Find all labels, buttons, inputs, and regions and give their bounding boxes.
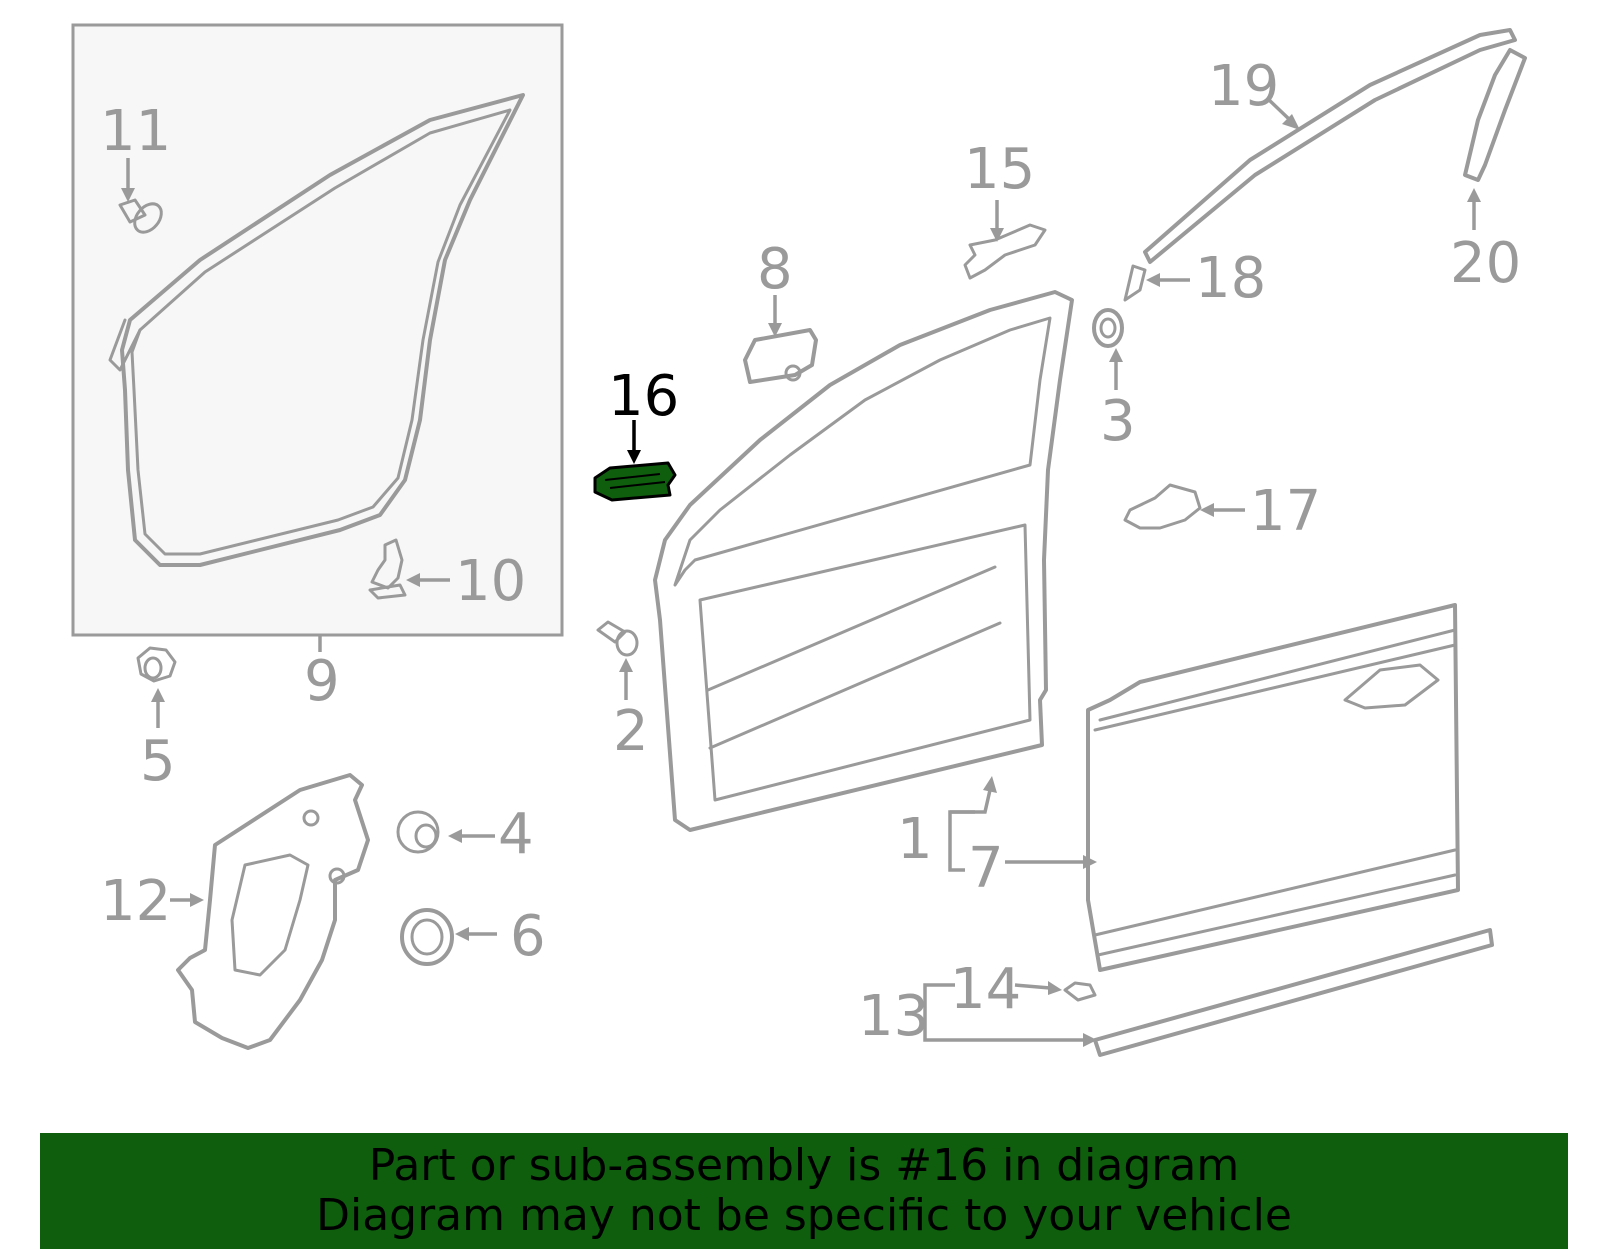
- callout-11: 11: [100, 99, 171, 164]
- part-19-molding: [1143, 28, 1517, 264]
- banner-line-2: Diagram may not be specific to your vehi…: [316, 1190, 1292, 1241]
- callout-19: 19: [1208, 54, 1279, 119]
- part-5-nut: [136, 646, 177, 683]
- callout-7: 7: [968, 836, 1004, 901]
- callout-8: 8: [757, 237, 793, 302]
- part-13-molding: [1093, 928, 1494, 1057]
- part-20-molding: [1463, 48, 1527, 182]
- callout-2: 2: [613, 699, 649, 764]
- part-17-bracket: [1123, 483, 1202, 530]
- part-12-panel: [176, 773, 370, 1050]
- callout-13: 13: [858, 984, 929, 1049]
- callout-10: 10: [455, 549, 526, 614]
- callout-3: 3: [1100, 389, 1136, 454]
- callout-4: 4: [498, 802, 534, 867]
- part-15-bracket: [963, 223, 1047, 280]
- part-18-piece: [1123, 264, 1147, 302]
- callout-18: 18: [1195, 246, 1266, 311]
- leader-arrows: [121, 96, 1481, 1047]
- part-3-grommet: [1092, 308, 1124, 348]
- callout-20: 20: [1450, 231, 1521, 296]
- callout-1: 1: [897, 807, 933, 872]
- weatherstrip-inset-box: [71, 23, 564, 637]
- callout-15: 15: [964, 137, 1035, 202]
- callout-17: 17: [1250, 479, 1321, 544]
- part-16-highlighted: [593, 461, 677, 502]
- callout-9: 9: [304, 649, 340, 714]
- callout-6: 6: [510, 904, 546, 969]
- info-banner: Part or sub-assembly is #16 in diagram D…: [40, 1133, 1568, 1249]
- part-11-clip: [118, 198, 163, 234]
- banner-line-1: Part or sub-assembly is #16 in diagram: [368, 1140, 1240, 1191]
- callout-labels: 11 10 9 5 2 8 16 15 19 20 18 3 17 4 6 12…: [100, 54, 1521, 1049]
- part-14-clip: [1063, 981, 1097, 1002]
- part-10-clip: [368, 538, 407, 600]
- part-4-nut: [396, 810, 440, 854]
- part-7-outer-panel: [1086, 603, 1460, 972]
- part-1-door-shell: [653, 290, 1074, 832]
- callout-5: 5: [140, 729, 176, 794]
- callout-12: 12: [100, 869, 171, 934]
- part-2-bolt: [596, 620, 639, 657]
- part-6-washer: [400, 908, 454, 966]
- callout-16: 16: [608, 364, 679, 429]
- callout-14: 14: [950, 957, 1021, 1022]
- part-8-hinge: [743, 328, 818, 384]
